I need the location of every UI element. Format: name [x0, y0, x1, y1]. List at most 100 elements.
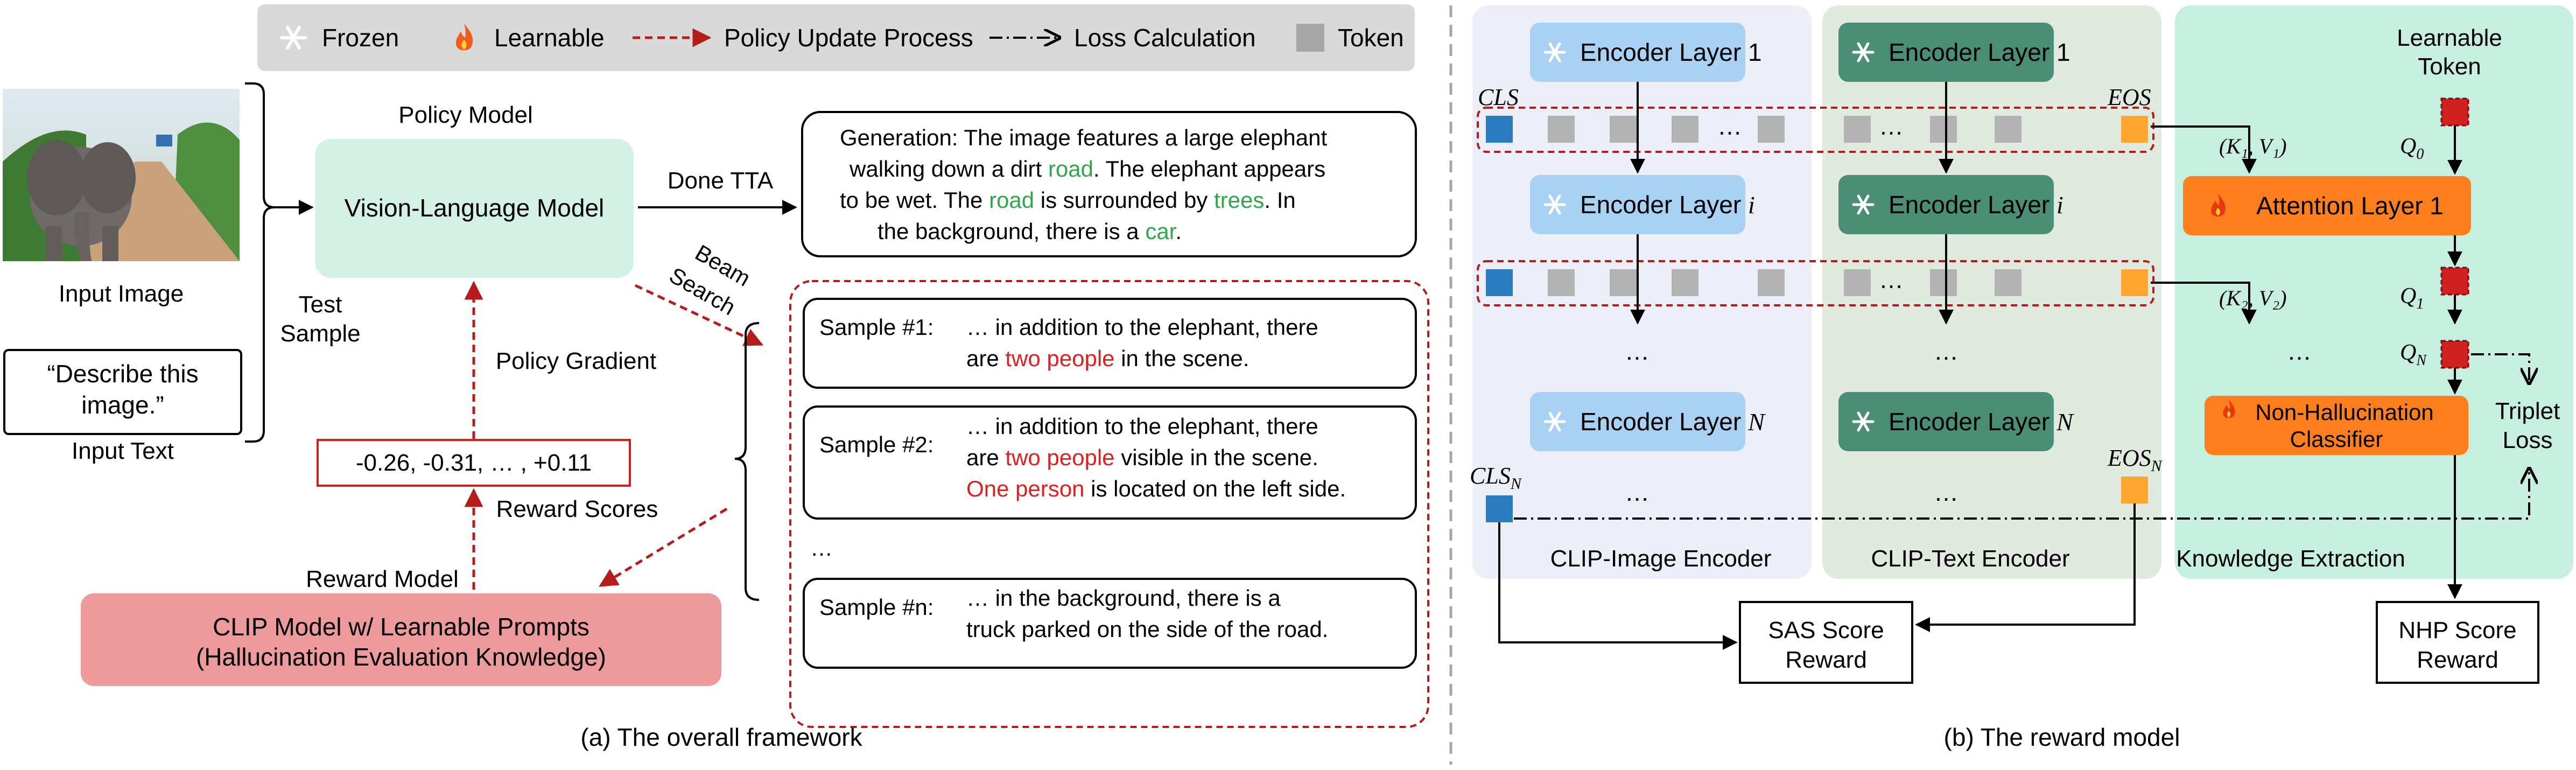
reward-scores-box	[317, 439, 631, 487]
sample-card-2: Sample #2: … in addition to the elephant…	[803, 405, 1417, 520]
snowflake-icon	[1852, 42, 1875, 62]
input-image	[3, 89, 240, 261]
encoder-flow-arrows	[1630, 82, 1954, 325]
knowledge-ellipsis: …	[2287, 337, 2312, 365]
text-encoder-layer-n: Encoder Layer N	[1838, 392, 2074, 451]
svg-text:Encoder Layer 1: Encoder Layer 1	[1580, 38, 1762, 66]
svg-text:Encoder Layer i: Encoder Layer i	[1889, 191, 2063, 219]
input-text-line1: “Describe this	[47, 360, 198, 388]
image-encoder-layer-i: Encoder Layer i	[1530, 175, 1755, 234]
nhp-line1: NHP Score	[2398, 617, 2516, 643]
reward-scores-value: -0.26, -0.31, … , +0.11	[356, 450, 592, 476]
clip-reward-box	[81, 593, 721, 686]
svg-text:the background, there is a car: the background, there is a car.	[878, 219, 1182, 244]
nhp-line2: Reward	[2417, 647, 2498, 673]
kv1-label: (K₁, V₁)	[2219, 134, 2287, 158]
sample-2-line3: One person is located on the left side.	[966, 476, 1346, 501]
input-text-label: Input Text	[72, 438, 174, 464]
cls-to-triplet-arrow	[1514, 468, 2529, 520]
samples-brace	[734, 322, 760, 601]
snowflake-icon	[1543, 194, 1566, 215]
reward-scores-label: Reward Scores	[496, 496, 658, 522]
kv2-arrow	[2151, 282, 2257, 325]
nhp-reward-box	[2376, 601, 2539, 684]
samples-container	[789, 280, 1429, 728]
snowflake-icon	[1852, 194, 1875, 215]
flame-icon	[2223, 400, 2235, 418]
legend-learnable: Learnable	[494, 24, 605, 52]
image-encoder-layer-1: Encoder Layer 1	[1530, 23, 1762, 82]
image-encoder-title: CLIP-Image Encoder	[1550, 545, 1772, 572]
vlm-box	[315, 139, 634, 278]
classifier-line1: Non-Hallucination	[2255, 400, 2434, 425]
vlm-label: Vision-Language Model	[345, 194, 605, 222]
svg-text:…: …	[1879, 112, 1904, 140]
sample-card-n: Sample #n: … in the background, there is…	[803, 578, 1417, 669]
sample-n-line1: … in the background, there is a	[966, 585, 1281, 611]
sample-2-line1: … in addition to the elephant, there	[966, 414, 1318, 439]
triplet-line2: Loss	[2503, 427, 2553, 453]
input-image-label: Input Image	[59, 281, 184, 307]
clip-line2: (Hallucination Evaluation Knowledge)	[196, 643, 606, 671]
svg-text:Encoder Layer 1: Encoder Layer 1	[1889, 38, 2070, 66]
generation-box	[801, 111, 1417, 257]
q0-label: Q0	[2400, 134, 2424, 163]
token-row-i: …	[1486, 265, 2148, 296]
svg-text:…: …	[1717, 112, 1742, 140]
legend-token-swatch	[1296, 24, 1324, 52]
text-encoder-ellipsis-2: …	[1934, 478, 1959, 506]
legend: Frozen Learnable Policy Update Process L…	[257, 4, 1415, 71]
eos-to-sas-arrow	[1915, 503, 2136, 632]
sample-2-label: Sample #2:	[819, 432, 933, 457]
token-row-1-frame	[1477, 107, 2154, 153]
clip-line1: CLIP Model w/ Learnable Prompts	[213, 613, 589, 641]
text-encoder-title: CLIP-Text Encoder	[1871, 545, 2069, 572]
policy-model-label: Policy Model	[398, 102, 532, 128]
kv1-arrow	[2151, 125, 2257, 174]
cls-to-sas-arrow	[1498, 522, 1738, 650]
q1-label: Q1	[2400, 284, 2424, 312]
panel-a: Input Image “Describe this image.” Input…	[3, 82, 1429, 751]
panel-b: Encoder Layer 1 Encoder Layer i Encoder …	[1470, 5, 2573, 751]
generation-text: Generation: The image features a large e…	[840, 125, 1327, 244]
done-tta-label: Done TTA	[668, 167, 774, 194]
svg-text:walking down a dirt road. The: walking down a dirt road. The elephant a…	[849, 156, 1325, 181]
classifier-line2: Classifier	[2290, 426, 2383, 452]
eos-label: EOS	[2107, 84, 2151, 110]
kv2-label: (K₂, V₂)	[2219, 286, 2287, 310]
sample-1-line2: are two people in the scene.	[966, 346, 1249, 371]
token-row-i-frame	[1477, 260, 2154, 306]
samples-ellipsis: …	[810, 535, 833, 561]
svg-text:…: …	[1879, 265, 1904, 293]
sample-1-line1: … in addition to the elephant, there	[966, 314, 1318, 340]
attention-layer-box	[2183, 176, 2471, 235]
sas-line1: SAS Score	[1768, 617, 1884, 643]
legend-loss-calc: Loss Calculation	[1074, 24, 1256, 52]
eos-n-token	[2121, 477, 2148, 503]
sample-n-line2: truck parked on the side of the road.	[966, 617, 1328, 642]
query-token-0	[2440, 97, 2469, 127]
attention-layer-label: Attention Layer 1	[2256, 192, 2444, 220]
svg-text:Encoder Layer N: Encoder Layer N	[1580, 408, 1766, 436]
sas-reward-box	[1739, 601, 1913, 684]
sample-1-label: Sample #1:	[819, 314, 933, 340]
flame-icon	[455, 24, 473, 51]
sas-line2: Reward	[1785, 647, 1867, 673]
sample-2-line2: are two people visible in the scene.	[966, 445, 1318, 470]
text-encoder-layer-1: Encoder Layer 1	[1838, 23, 2070, 82]
svg-text:Encoder Layer N: Encoder Layer N	[1889, 408, 2074, 436]
learnable-token-l2: Token	[2418, 53, 2481, 80]
svg-text:to be wet. The road is surroun: to be wet. The road is surrounded by tre…	[840, 187, 1296, 213]
svg-text:Encoder Layer i: Encoder Layer i	[1580, 191, 1755, 219]
snowflake-icon	[1543, 42, 1566, 62]
cls-token	[1486, 269, 1513, 296]
image-encoder-layer-n: Encoder Layer N	[1530, 392, 1766, 451]
snowflake-icon	[1852, 411, 1875, 432]
image-encoder-ellipsis-2: …	[1625, 478, 1650, 506]
policy-gradient-label: Policy Gradient	[496, 348, 656, 374]
snowflake-icon	[280, 26, 307, 50]
legend-policy-update: Policy Update Process	[724, 24, 973, 52]
sample-n-label: Sample #n:	[819, 594, 933, 620]
legend-token: Token	[1338, 24, 1404, 52]
